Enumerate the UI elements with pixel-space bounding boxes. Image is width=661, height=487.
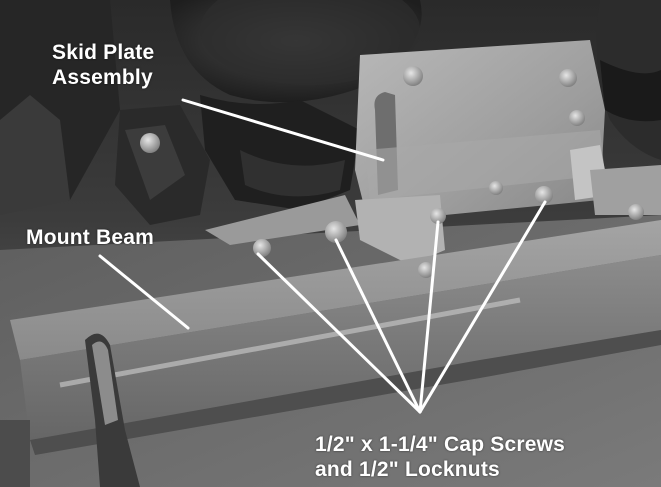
mount-beam-label-text: Mount Beam — [26, 226, 154, 249]
callout-leader-lines — [98, 98, 547, 414]
mount-beam-label: Mount Beam — [26, 225, 154, 250]
skid-plate-label-line2: Assembly — [52, 66, 153, 89]
skid-plate-label-line1: Skid Plate — [52, 41, 155, 64]
cap-screws-label-line1: 1/2" x 1-1/4" Cap Screws — [315, 433, 566, 456]
cap-screws-label-line2: and 1/2" Locknuts — [315, 458, 500, 481]
skid-plate-assembly-label: Skid Plate Assembly — [52, 40, 154, 90]
cap-screws-label: 1/2" x 1-1/4" Cap Screws and 1/2" Locknu… — [315, 432, 565, 482]
